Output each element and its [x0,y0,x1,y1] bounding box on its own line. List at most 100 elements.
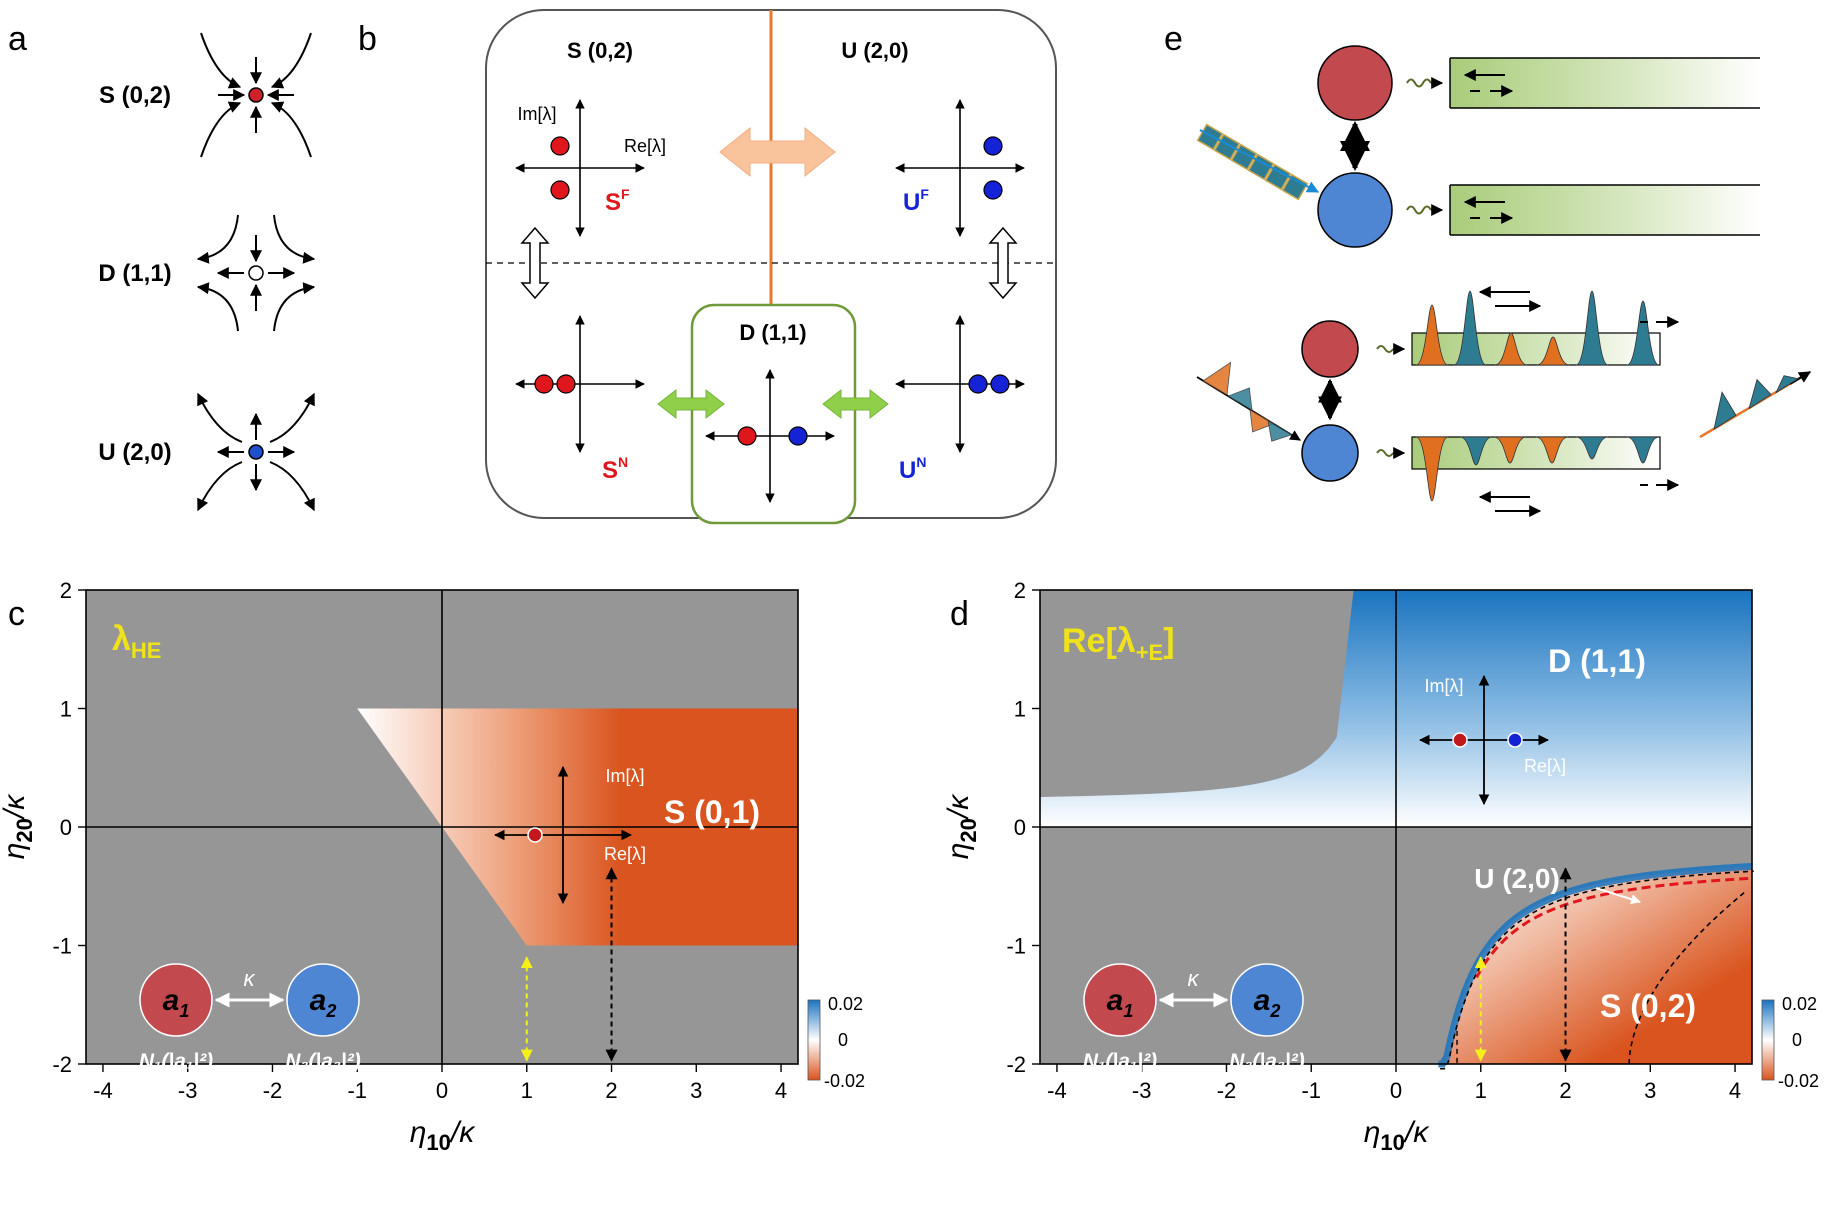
field-peak [1493,436,1527,464]
coupling-label: κ [244,966,256,991]
axis-re-label: Re[λ] [624,136,666,156]
x-tick-label: 1 [1475,1078,1487,1103]
y-axis-label-tail: /κ [0,793,31,820]
x-axis-label-sub: 10 [426,1130,450,1155]
region-bottom-label: S (0,2) [1600,988,1696,1024]
x-axis-label-main: η [1364,1116,1381,1149]
trajectory-curve [197,392,243,443]
node-a1-label: a1 [1107,984,1134,1021]
y-axis-label: η20/κ [0,793,37,859]
black-dashed-curve-2 [1628,891,1746,1065]
field-peak [1536,336,1570,366]
node-a1-sub: 1 [1123,1001,1133,1021]
panel-title: Re[λ+E] [1062,622,1175,665]
field-peak [1459,436,1493,466]
region-label: S (0,1) [664,794,760,830]
node-a2 [286,963,360,1037]
panel-title-sub: HE [131,638,162,663]
colorbar-min-label: -0.02 [1778,1071,1819,1091]
panel-b-eigenvalue-schematic: S (0,2) U (2,0) D (1,1) Im[λ] Re[λ] SF U… [485,9,1057,525]
col-right-label: U (2,0) [841,38,908,63]
colorbar-max-label: 0.02 [1782,994,1817,1014]
x-tick-label: -4 [1047,1078,1067,1103]
eigenvalue-dot [550,180,570,200]
y-axis-label: η20/κ [942,793,981,859]
field-peak [1626,300,1660,366]
waveguide [1450,58,1760,108]
pulse-segment [1196,123,1224,151]
resonator-red [1317,45,1393,121]
eigenvalue-dot [983,136,1003,156]
n2-label: N₂(|a₂|²) [1229,1050,1305,1073]
field-peak [1626,436,1660,464]
x-tick-label: -1 [1301,1078,1321,1103]
x-tick-label: 2 [605,1078,617,1103]
incoming-field-lobe [1249,408,1275,433]
trajectory-curve [270,101,312,158]
x-tick-label: -4 [93,1078,113,1103]
trajectory-curve [269,392,315,443]
outgoing-field-lobe [1748,378,1772,410]
node-a2 [1230,963,1304,1037]
outgoing-field-lobe [1713,391,1737,431]
pulse-segment [1264,163,1292,191]
x-axis-label: η10/κ [1364,1116,1430,1155]
node-a2-main: a [310,984,327,1017]
x-tick-label: -2 [263,1078,283,1103]
y-tick-label: -1 [52,934,72,959]
x-tick-label: -3 [178,1078,198,1103]
node-a1 [1083,963,1157,1037]
waveguide [1411,436,1661,470]
trajectory-curve [273,282,316,332]
colorbar-mid-label: 0 [838,1030,848,1050]
red-dashed-curve [1475,876,1753,979]
uf-label: UF [903,186,929,216]
squiggle [1376,345,1394,353]
eigenvalue-dot [556,374,576,394]
x-tick-label: -3 [1132,1078,1152,1103]
node-a1-main: a [163,984,180,1017]
node-a2-sub: 2 [1269,1001,1280,1021]
eigenvalue-dot [968,374,988,394]
center-d-label: D (1,1) [739,320,806,345]
fixed-point-label: S (0,2) [99,82,171,109]
fixed-point-label: U (2,0) [98,439,171,466]
x-tick-label: 1 [521,1078,533,1103]
field-peak [1575,290,1609,366]
un-label: UN [899,454,926,484]
panel-label-b: b [358,20,377,58]
orange-double-arrow [719,126,836,178]
field-peak [1535,436,1569,464]
trajectory-curve [200,101,242,158]
fixed-point-dot [248,87,264,103]
sn-label: SN [602,454,628,484]
node-a1-sub: 1 [179,1001,189,1021]
panel-title-main: Re[λ [1062,622,1136,660]
field-peak [1415,436,1449,502]
y-tick-label: 0 [1014,815,1026,840]
panel-title-sub: +E [1136,640,1164,665]
y-axis-label-main: η [0,843,31,860]
sf-label: SF [605,186,630,216]
y-tick-label: 1 [1014,697,1026,722]
hollow-vertical-arrow-right [988,226,1018,300]
x-tick-label: 3 [690,1078,702,1103]
node-a2-label: a2 [310,984,337,1021]
y-tick-label: -2 [1006,1052,1026,1077]
colorbar [1761,999,1775,1081]
colorbar-max-label: 0.02 [828,994,863,1014]
unstable-band [1438,862,1753,1068]
y-tick-label: -1 [1006,934,1026,959]
x-axis-label: η10/κ [410,1116,476,1155]
squiggle [1376,449,1394,457]
waveguide [1411,332,1661,366]
x-axis-label-main: η [410,1116,427,1149]
field-peak [1575,436,1609,460]
y-axis-label-sub: 20 [956,818,981,842]
node-a1 [139,963,213,1037]
n2-label: N₂(|a₂|²) [285,1050,361,1073]
region-unstable-label: U (2,0) [1474,863,1560,894]
squiggle [1406,78,1432,88]
